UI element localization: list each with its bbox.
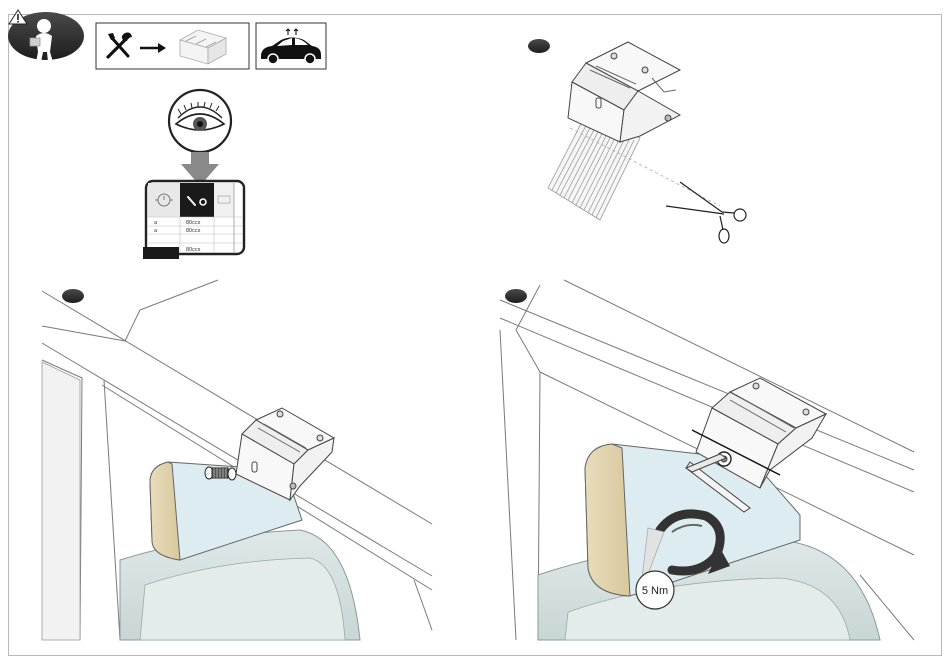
bottom-left-panel [42, 280, 432, 640]
torque-badge: 5 Nm [636, 571, 674, 609]
reference-table: a 80ccs a 80ccs 80ccs [143, 181, 244, 259]
tool-sequence-box [96, 23, 249, 69]
torque-label: 5 Nm [642, 585, 668, 597]
step-badge-bottom-left [62, 289, 84, 303]
step-badge-top-right [528, 39, 550, 53]
table-row-4-col2: 80ccs [186, 247, 201, 253]
table-row-1-col2: 80ccs [186, 220, 201, 226]
bracket-strip-illustration [548, 42, 746, 243]
warning-figure-badge [8, 10, 84, 62]
scissors-icon [666, 182, 746, 243]
eye-icon [169, 90, 231, 152]
eye-check-group: a 80ccs a 80ccs 80ccs [143, 90, 244, 259]
step-badge-bottom-right [505, 289, 527, 303]
table-row-2-col2: 80ccs [186, 228, 201, 234]
bottom-right-panel: 5 Nm [500, 280, 914, 640]
car-icon-box [256, 23, 326, 69]
bolt-washer-assembly [205, 467, 238, 480]
